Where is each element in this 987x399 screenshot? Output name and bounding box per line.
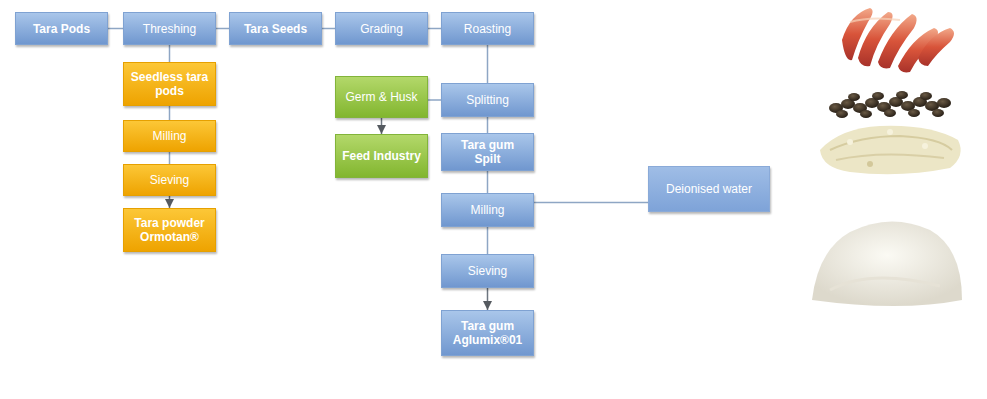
box-label: Tara gum Aglumix®01 <box>447 319 528 347</box>
process-box: Feed Industry <box>335 134 428 178</box>
box-label: Tara powder Ormotan® <box>129 216 210 244</box>
process-box: Seedless tara pods <box>123 62 216 106</box>
connector-line <box>322 28 335 30</box>
process-box: Sieving <box>441 254 534 288</box>
box-label: Splitting <box>466 93 509 107</box>
box-label: Seedless tara pods <box>129 70 210 98</box>
connector-line <box>216 28 229 30</box>
process-box: Tara gum Spilt <box>441 133 534 171</box>
process-box: Sieving <box>123 164 216 196</box>
connector-line <box>487 45 489 83</box>
process-box: Grading <box>335 12 428 45</box>
box-label: Milling <box>152 129 186 143</box>
box-label: Milling <box>470 203 504 217</box>
connector-line <box>169 45 171 62</box>
box-label: Tara Seeds <box>244 22 307 36</box>
box-label: Sieving <box>150 173 189 187</box>
box-label: Roasting <box>464 22 511 36</box>
tara-gum-powder <box>812 221 962 306</box>
box-label: Threshing <box>143 22 196 36</box>
process-box: Tara Seeds <box>229 12 322 45</box>
box-label: Deionised water <box>666 182 752 196</box>
connector-line <box>487 117 489 133</box>
process-box: Splitting <box>441 83 534 117</box>
connector-line <box>487 227 489 254</box>
process-box: Roasting <box>441 12 534 45</box>
process-box: Germ & Husk <box>335 76 428 118</box>
tara-gum-split <box>820 126 961 174</box>
connector-line <box>381 118 383 134</box>
process-box: Threshing <box>123 12 216 45</box>
connector-line <box>487 288 489 310</box>
tara-seeds <box>829 91 951 118</box>
connector-line <box>487 171 489 193</box>
process-box: Milling <box>441 193 534 227</box>
connector-line <box>108 28 123 30</box>
connector-line <box>534 202 648 204</box>
connector-line <box>169 152 171 164</box>
box-label: Germ & Husk <box>345 90 417 104</box>
process-box: Tara Pods <box>15 12 108 45</box>
input-box: Deionised water <box>648 166 770 212</box>
box-label: Grading <box>360 22 403 36</box>
box-label: Feed Industry <box>342 149 421 163</box>
box-label: Sieving <box>468 264 507 278</box>
connector-line <box>428 28 441 30</box>
tara-pods <box>842 8 954 72</box>
process-box: Tara powder Ormotan® <box>123 208 216 252</box>
box-label: Tara Pods <box>33 22 90 36</box>
process-box: Tara gum Aglumix®01 <box>441 310 534 356</box>
connector-line <box>428 99 441 101</box>
process-box: Milling <box>123 120 216 152</box>
connector-line <box>169 196 171 208</box>
box-label: Tara gum Spilt <box>447 138 528 166</box>
connector-line <box>169 106 171 120</box>
